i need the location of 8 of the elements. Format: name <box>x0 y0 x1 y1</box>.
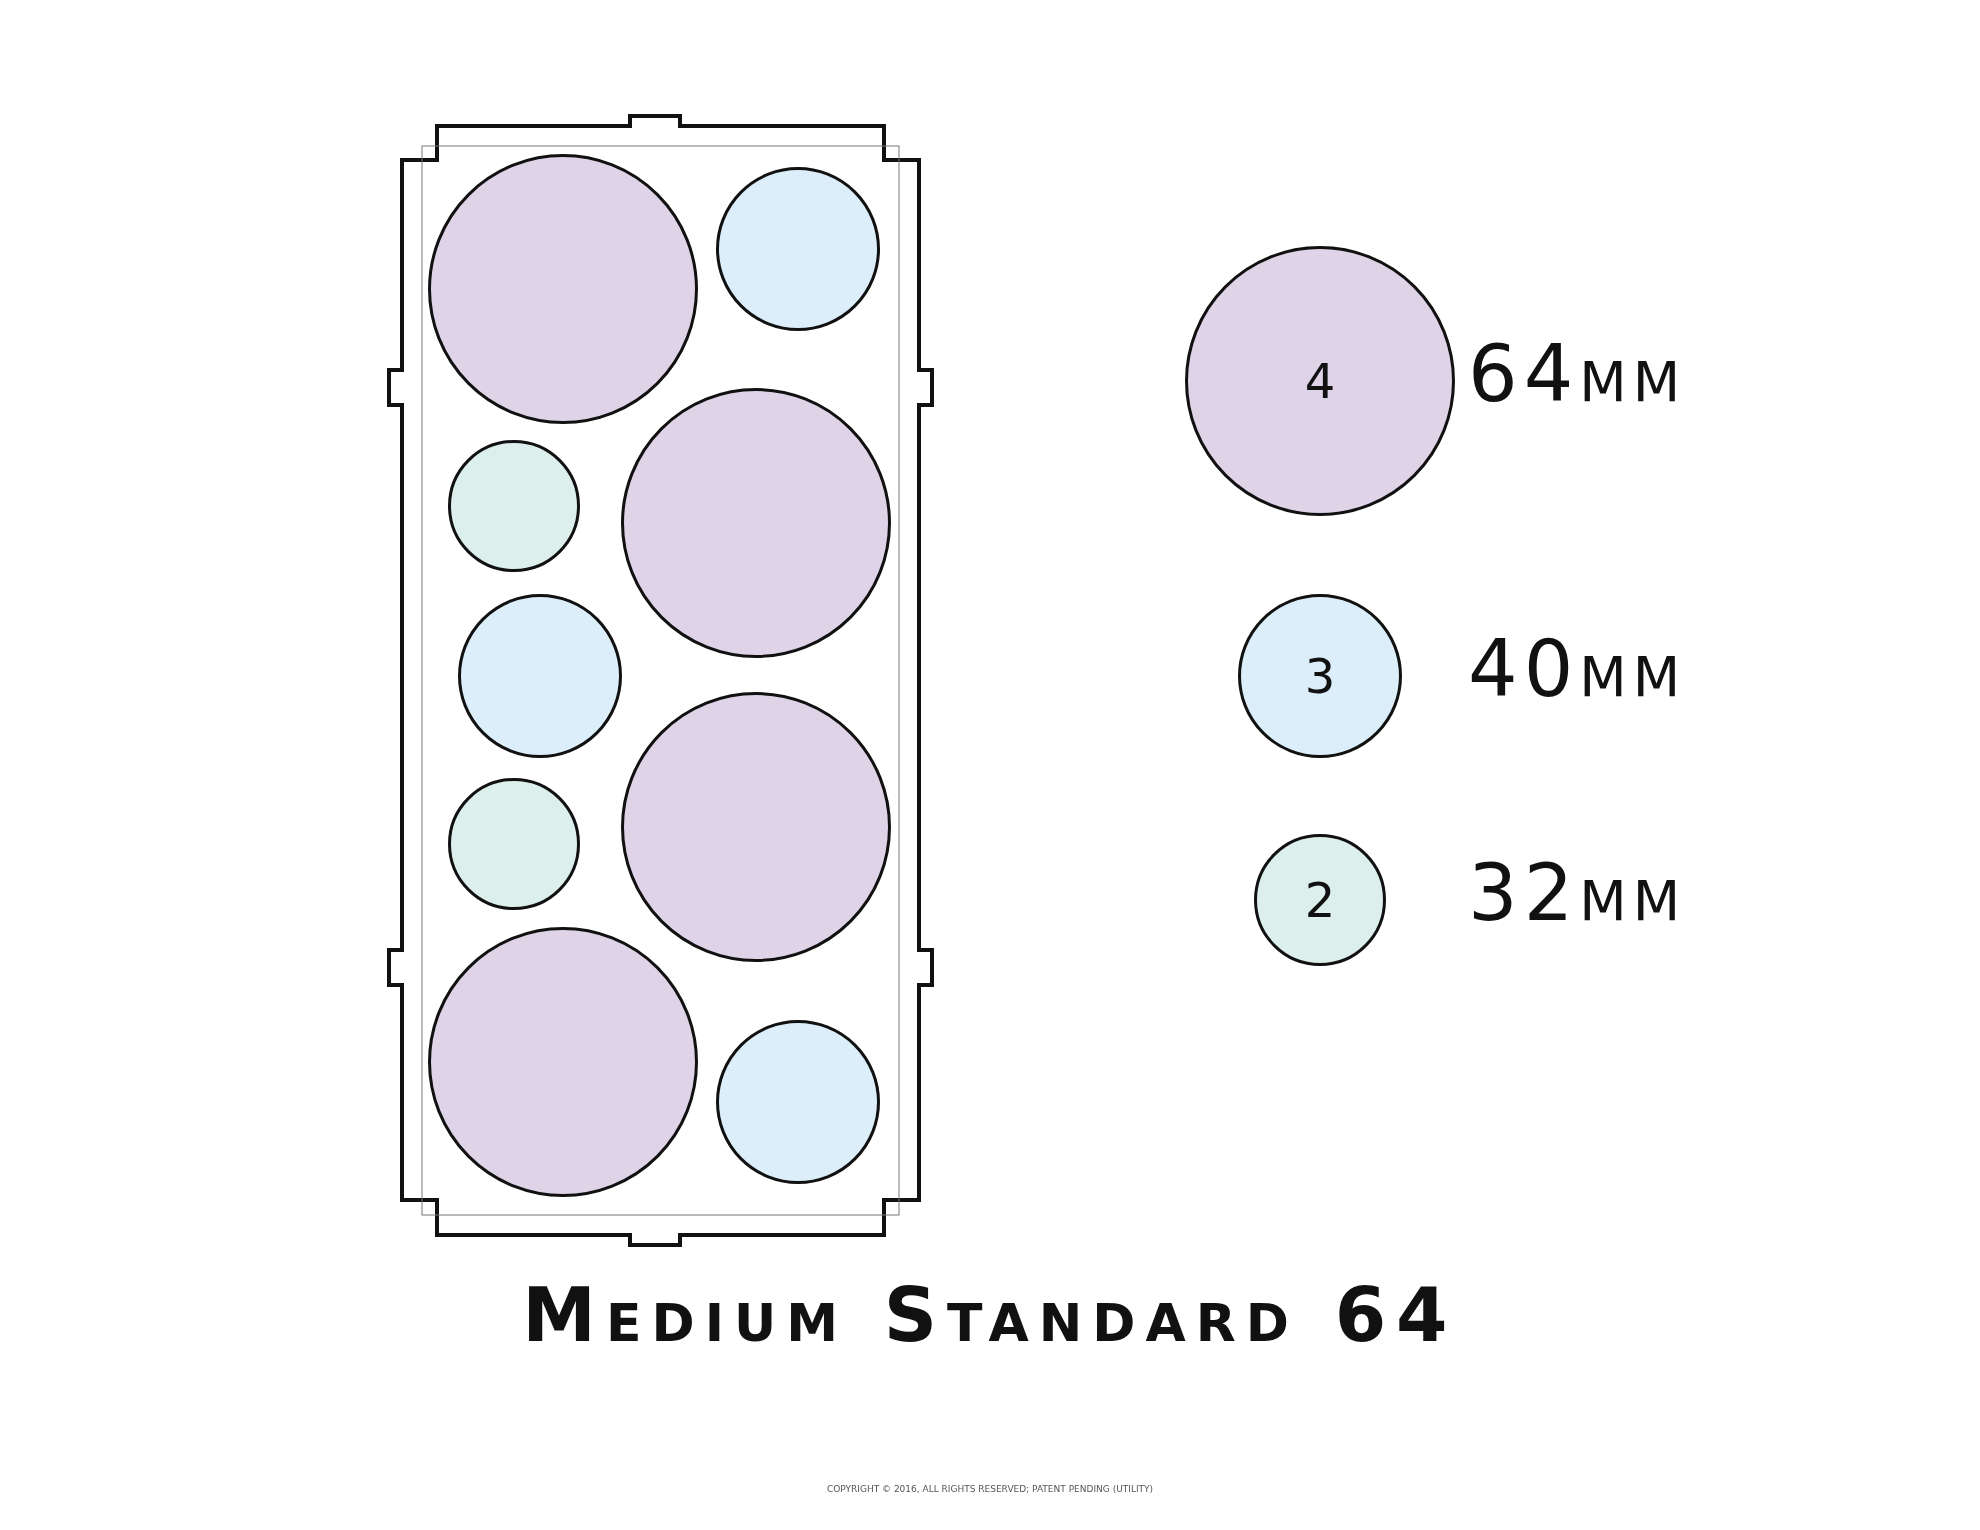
diameter-label: 32mm <box>1468 848 1687 938</box>
size-number: 4 <box>1304 353 1336 409</box>
diameter-label: 40mm <box>1468 624 1687 714</box>
title: Medium Standard 64 <box>521 1271 1459 1360</box>
diameter-label: 64mm <box>1468 329 1687 419</box>
size-number: 2 <box>1304 872 1336 928</box>
size-number: 3 <box>1304 648 1336 704</box>
copyright-note: COPYRIGHT © 2016, ALL RIGHTS RESERVED; PATENT PENDING (UTILITY) <box>825 1484 1155 1494</box>
